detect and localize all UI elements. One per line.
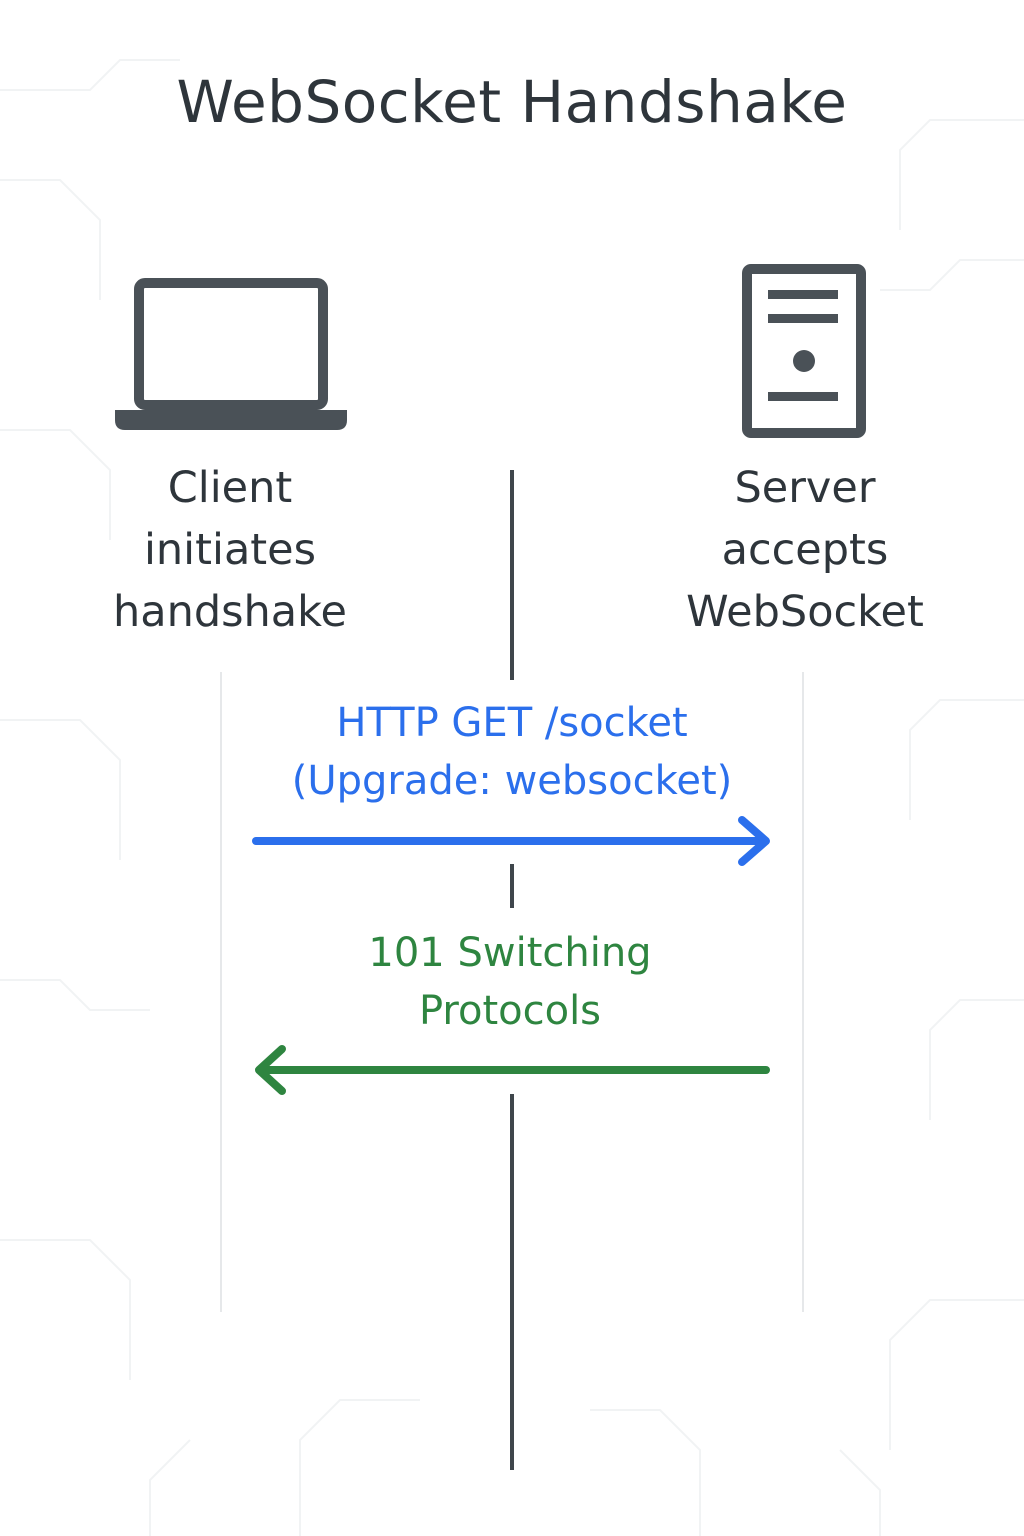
request-arrow (252, 816, 770, 866)
server-label: Server accepts WebSocket (686, 463, 924, 637)
center-divider (510, 1094, 514, 1470)
client-label: Client initiates handshake (113, 463, 347, 637)
server-icon (742, 264, 866, 438)
response-arrow (255, 1045, 770, 1095)
client-lifeline (220, 672, 222, 1312)
laptop-icon (115, 278, 347, 430)
page-title: WebSocket Handshake (176, 68, 848, 136)
server-lifeline (802, 672, 804, 1312)
request-label: HTTP GET /socket (Upgrade: websocket) (291, 700, 733, 804)
response-label: 101 Switching Protocols (368, 930, 652, 1034)
center-divider (510, 864, 514, 908)
center-divider (510, 470, 514, 680)
